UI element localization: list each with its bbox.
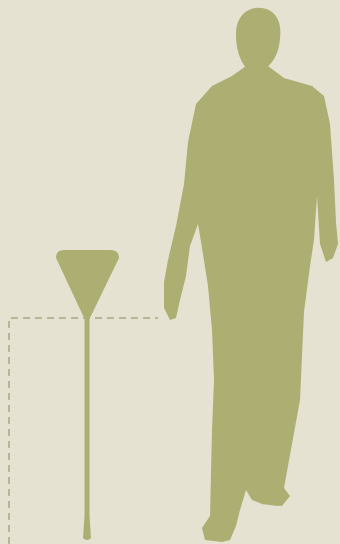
pole-shaft <box>85 318 90 518</box>
